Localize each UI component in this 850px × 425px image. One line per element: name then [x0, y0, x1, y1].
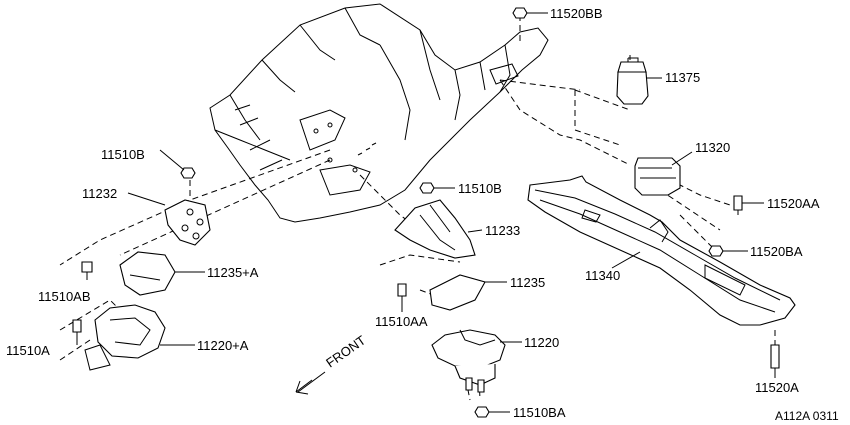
insulator-11320: [634, 151, 693, 196]
label-11340: 11340: [585, 268, 620, 283]
bolt-11520A: [770, 344, 780, 378]
nut-11510BA: [474, 406, 510, 418]
label-11235-a: 11235+A: [207, 265, 259, 280]
label-11510B-center: 11510B: [458, 181, 502, 196]
crossmember-11340: [527, 175, 796, 326]
nut-11510B-left: [159, 149, 196, 179]
nut-11510B-center: [419, 182, 455, 194]
front-direction-arrow: [295, 371, 326, 395]
label-11375: 11375: [665, 70, 700, 85]
label-11220: 11220: [524, 335, 559, 350]
label-11510B-left: 11510B: [101, 147, 145, 162]
bracket-11232: [127, 192, 211, 246]
bolt-11520BB: [512, 7, 548, 19]
label-11232: 11232: [82, 186, 117, 201]
bolt-11510AA: [397, 283, 407, 312]
cover-11375: [616, 57, 662, 105]
label-11233: 11233: [485, 223, 520, 238]
diagram-reference: A112A 0311: [775, 409, 839, 423]
mount-11220: [431, 329, 522, 393]
label-11520A: 11520A: [755, 380, 799, 395]
bolt-11510AB: [81, 261, 93, 280]
engine-transmission: [209, 3, 549, 223]
front-label: FRONT: [323, 332, 368, 370]
label-11510AA: 11510AA: [375, 314, 428, 329]
mount-11220-a: [84, 304, 195, 371]
bracket-11233: [394, 199, 483, 259]
label-11510BA: 11510BA: [513, 405, 566, 420]
stopper-11235: [429, 274, 507, 311]
stopper-11235-a: [119, 251, 205, 296]
bolt-11520AA: [733, 195, 764, 215]
label-11235: 11235: [510, 275, 545, 290]
label-11510A: 11510A: [6, 343, 50, 358]
label-11520BB: 11520BB: [550, 6, 603, 21]
label-11220-a: 11220+A: [197, 338, 249, 353]
nut-11520BA: [708, 245, 748, 257]
bolt-11510A: [72, 319, 82, 345]
label-11520AA: 11520AA: [767, 196, 820, 211]
label-11320: 11320: [695, 140, 730, 155]
label-11520BA: 11520BA: [750, 244, 803, 259]
label-11510AB: 11510AB: [38, 289, 91, 304]
